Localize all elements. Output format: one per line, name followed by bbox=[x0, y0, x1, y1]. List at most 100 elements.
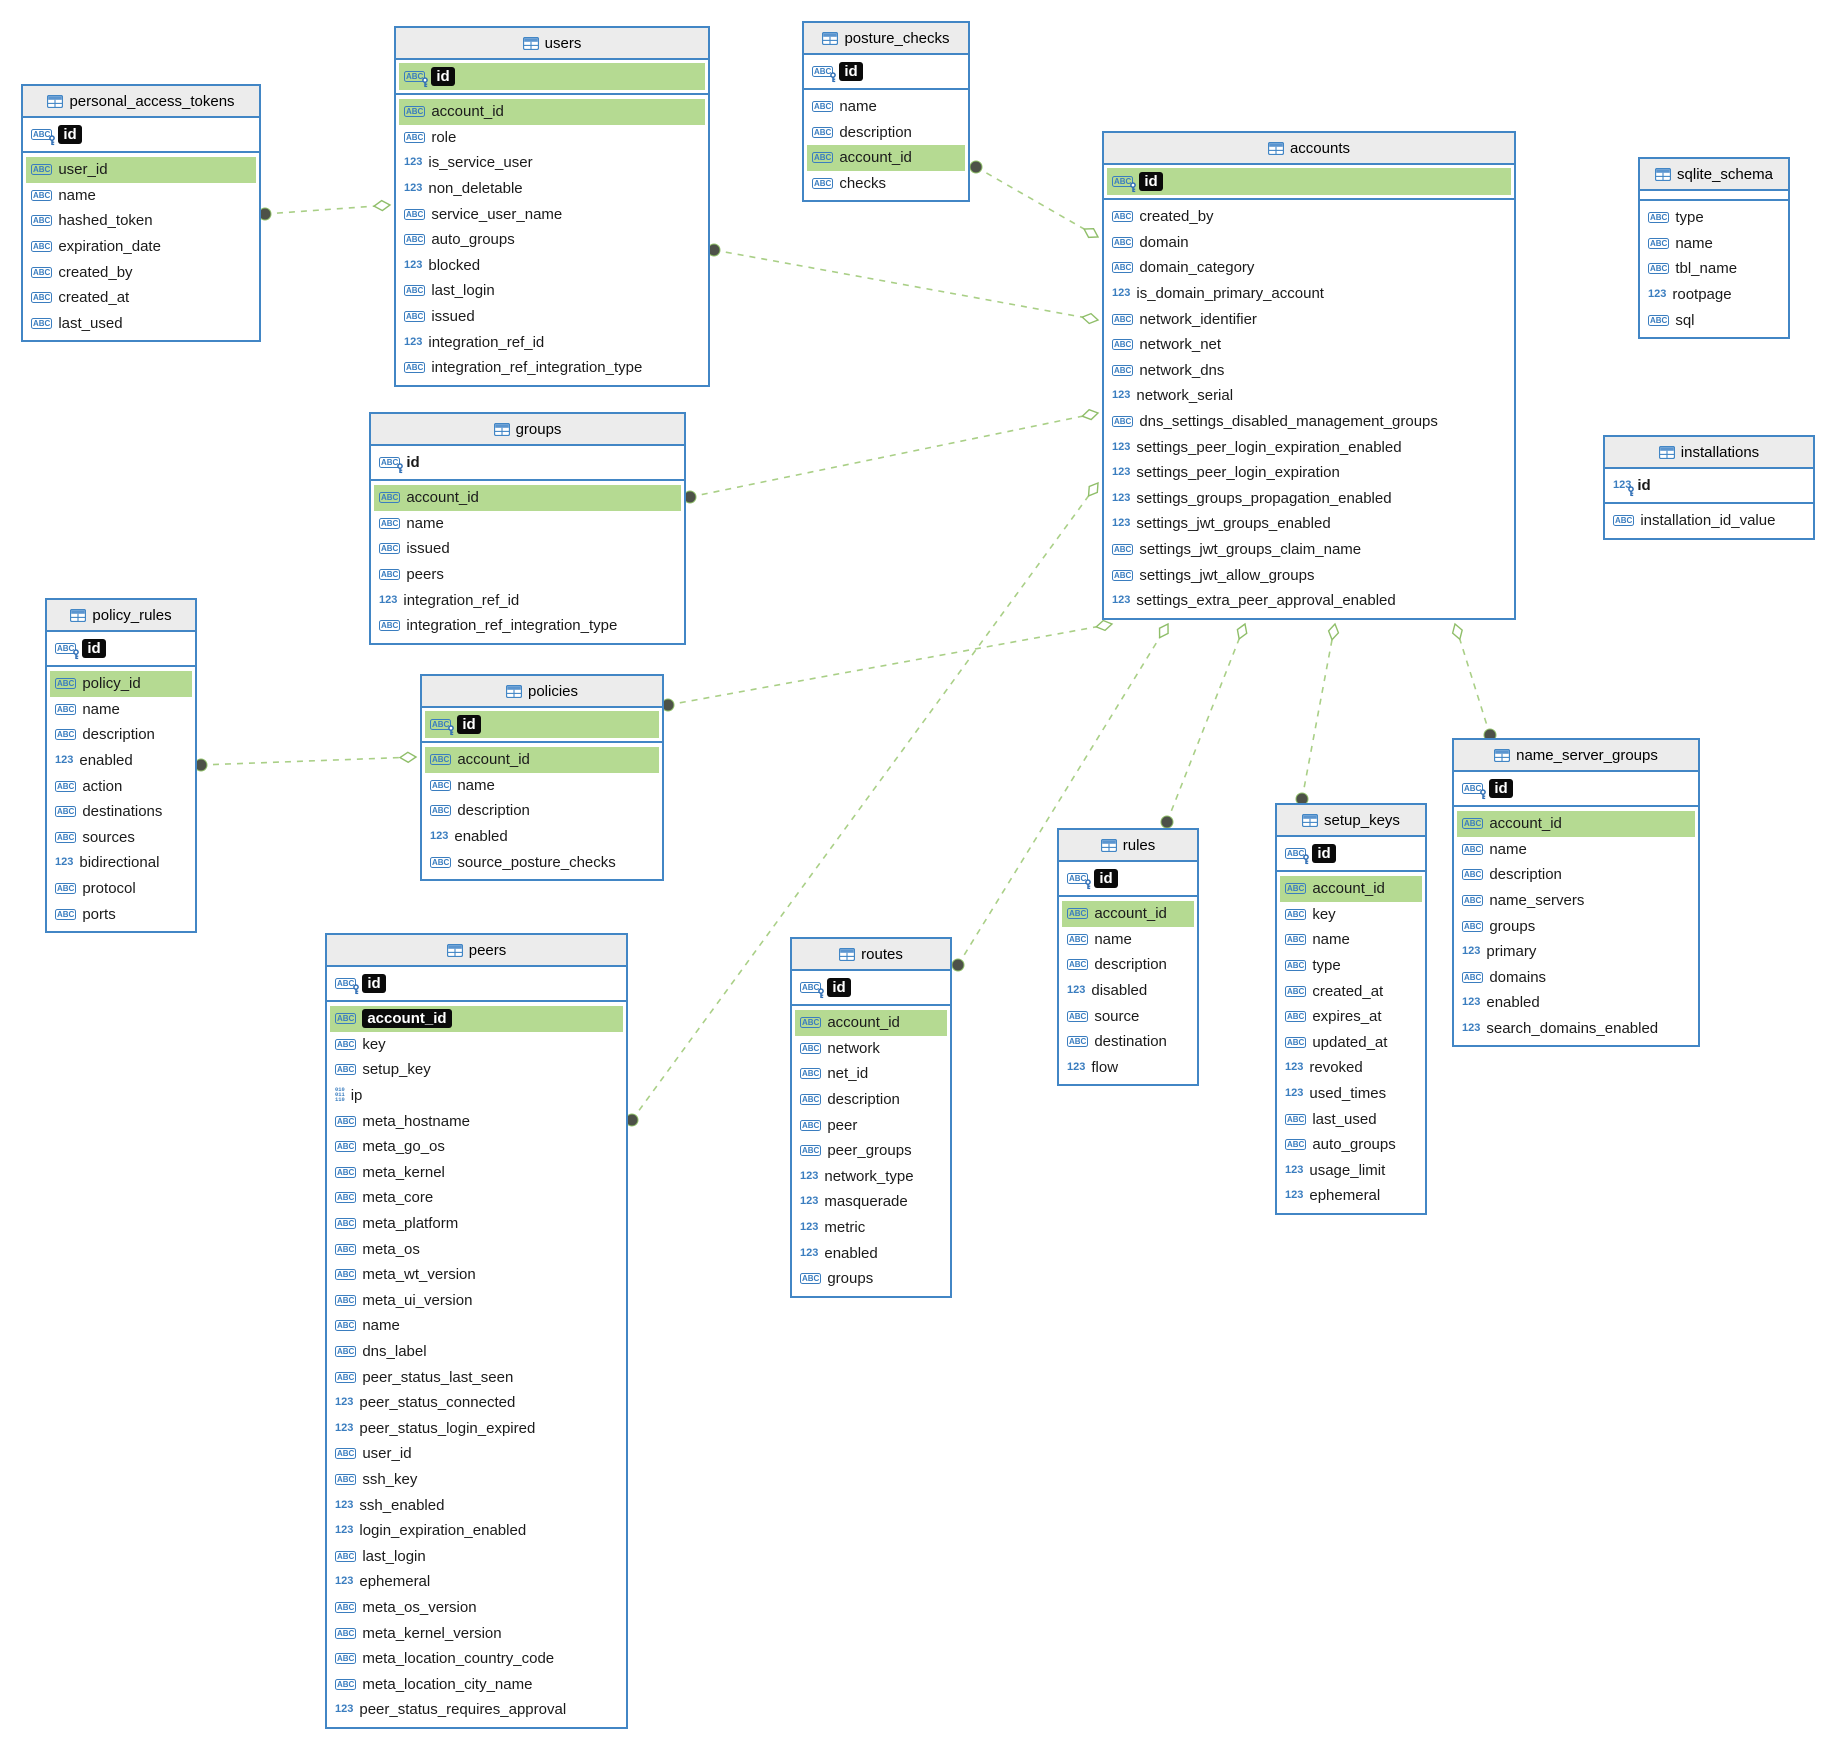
entity-header[interactable]: peers bbox=[327, 935, 626, 967]
relation-rules-to-accounts[interactable] bbox=[1160, 622, 1250, 829]
entity-header[interactable]: routes bbox=[792, 939, 950, 971]
entity-header[interactable]: personal_access_tokens bbox=[23, 86, 259, 118]
entity-header[interactable]: accounts bbox=[1104, 133, 1514, 165]
entity-header[interactable]: policy_rules bbox=[47, 600, 195, 632]
relation-policy_rules-to-policies[interactable] bbox=[194, 751, 418, 772]
entity-header[interactable]: policies bbox=[422, 676, 662, 708]
relation-peers-to-accounts[interactable] bbox=[625, 480, 1102, 1127]
relation-name_server_groups-to-accounts[interactable] bbox=[1450, 622, 1497, 742]
entity-header[interactable]: users bbox=[396, 28, 708, 60]
relation-personal_access_tokens-to-users[interactable] bbox=[258, 199, 392, 221]
entity-header[interactable]: groups bbox=[371, 414, 684, 446]
relation-users-to-accounts[interactable] bbox=[707, 243, 1100, 325]
